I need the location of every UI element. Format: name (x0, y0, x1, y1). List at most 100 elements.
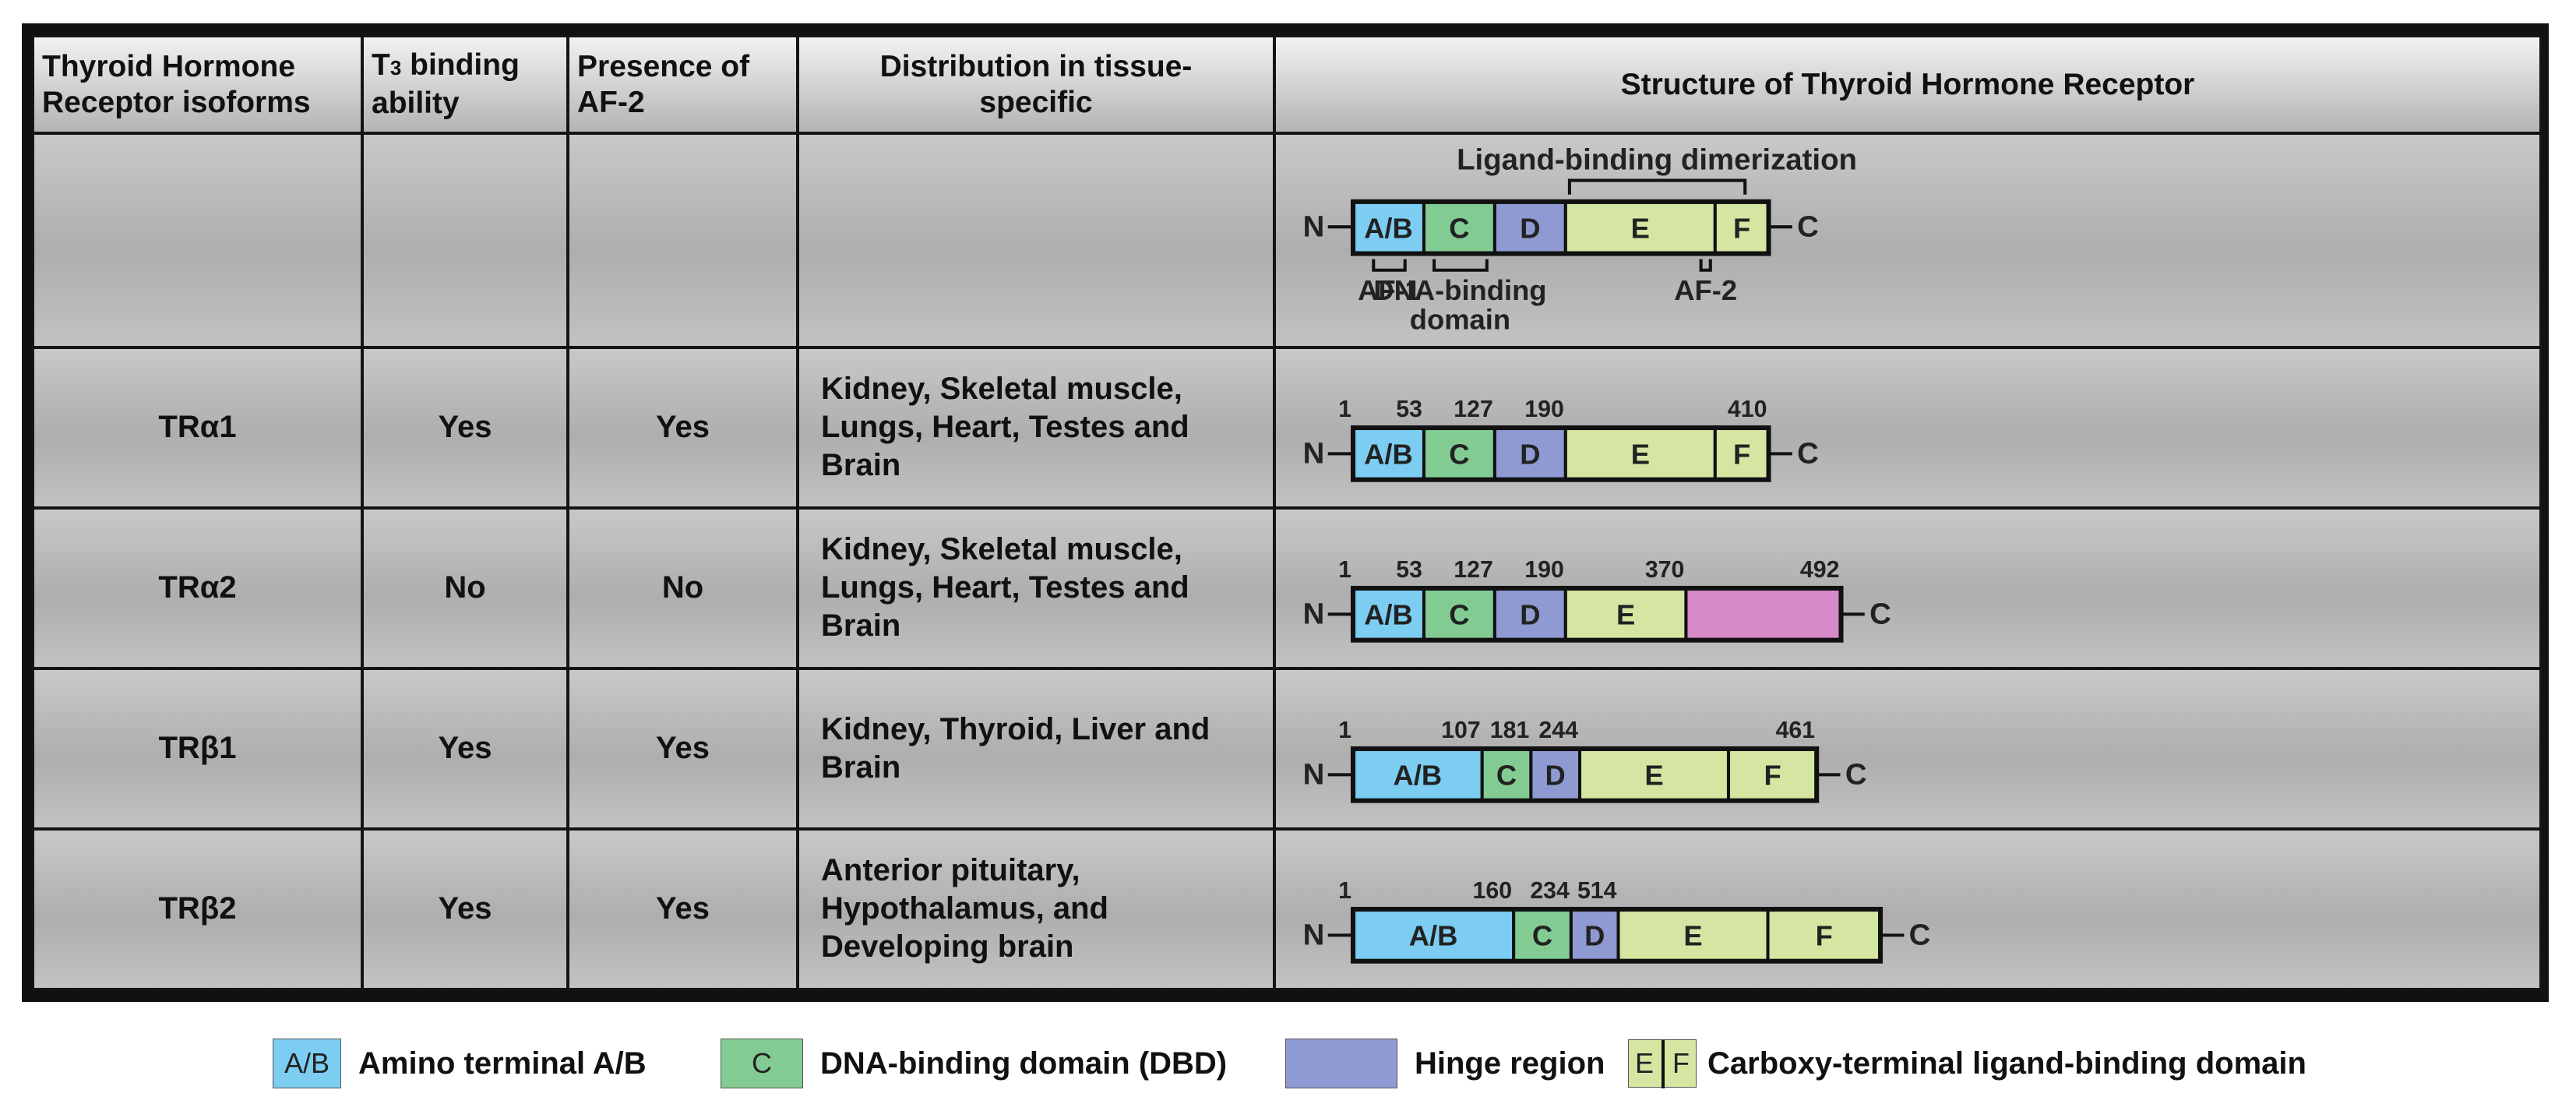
distribution-value: Kidney, Skeletal muscle, Lungs, Heart, T… (798, 508, 1274, 668)
segment-label: C (1449, 438, 1469, 470)
segment-label: D (1584, 919, 1605, 951)
empty-cell (568, 133, 798, 347)
header-structure: Structure of Thyroid Hormone Receptor (1274, 36, 2541, 133)
segment-label: C (1532, 919, 1552, 951)
segment-label: F (1764, 759, 1781, 791)
legend-label-ab: Amino terminal A/B (358, 1046, 647, 1081)
legend-label-d: Hinge region (1415, 1046, 1605, 1081)
header-af2: Presence of AF-2 (568, 36, 798, 133)
af2-value: No (568, 508, 798, 668)
n-terminus-label: N (1303, 436, 1325, 470)
residue-position-label: 410 (1728, 397, 1767, 422)
segment-label: A/B (1409, 919, 1458, 951)
empty-cell (33, 133, 362, 347)
c-terminus-label: C (1845, 757, 1867, 791)
segment-label: D (1545, 759, 1566, 791)
f-label: F (1733, 213, 1750, 245)
d-label: D (1520, 213, 1540, 245)
ab-label: A/B (1364, 213, 1413, 245)
residue-position-label: 107 (1441, 718, 1481, 743)
dbd-label-line2: domain (1410, 304, 1510, 336)
segment-label: D (1520, 438, 1540, 470)
empty-cell (362, 133, 568, 347)
schematic-row: N C A/B C D E F Liga (33, 133, 2541, 347)
structure-cell: NA/BCDEC153127190370492 (1274, 508, 2541, 668)
segment-label: A/B (1364, 438, 1413, 470)
segment-label: E (1683, 919, 1702, 951)
structure-diagram-tra2: NA/BCDEC153127190370492 (1276, 510, 2559, 667)
residue-position-label: 160 (1473, 878, 1513, 904)
residue-position-label: 244 (1538, 718, 1578, 743)
structure-cell: NA/BCDEFC1107181244461 (1274, 668, 2541, 829)
segment-label: C (1449, 598, 1469, 630)
af2-label: AF-2 (1674, 274, 1737, 306)
isoform-row: TRα1 Yes Yes Kidney, Skeletal muscle, Lu… (33, 347, 2541, 508)
legend-swatch-ef: E F (1628, 1039, 1697, 1088)
schematic-cell: N C A/B C D E F Liga (1274, 133, 2541, 347)
n-terminus-label: N (1303, 918, 1325, 951)
legend-f-label: F (1672, 1047, 1690, 1080)
legend-swatch-ab: A/B (273, 1039, 341, 1088)
generic-receptor-schematic: N C A/B C D E F Liga (1276, 135, 2559, 346)
segment-label: F (1733, 438, 1750, 470)
segment-label: F (1816, 919, 1833, 951)
isoform-row: TRβ1 Yes Yes Kidney, Thyroid, Liver and … (33, 668, 2541, 829)
residue-position-label: 181 (1490, 718, 1530, 743)
residue-position-label: 1 (1338, 878, 1351, 904)
segment-label: E (1631, 438, 1650, 470)
legend-divider (1662, 1040, 1665, 1088)
residue-position-label: 1 (1338, 397, 1351, 422)
header-isoforms: Thyroid Hormone Receptor isoforms (33, 36, 362, 133)
residue-position-label: 190 (1524, 397, 1564, 422)
c-terminus-label: C (1909, 918, 1931, 951)
residue-position-label: 370 (1645, 557, 1685, 583)
af2-value: Yes (568, 668, 798, 829)
n-terminus-label: N (1303, 597, 1325, 630)
residue-position-label: 1 (1338, 557, 1351, 583)
af1-bracket (1373, 259, 1404, 270)
header-row: Thyroid Hormone Receptor isoforms T3 bin… (33, 36, 2541, 133)
af2-value: Yes (568, 347, 798, 508)
residue-position-label: 492 (1800, 557, 1840, 583)
header-t3-subscript: 3 (390, 56, 401, 79)
residue-position-label: 1 (1338, 718, 1351, 743)
distribution-value: Kidney, Thyroid, Liver and Brain (798, 668, 1274, 829)
legend: A/B Amino terminal A/B C DNA-binding dom… (273, 1036, 2454, 1091)
structure-diagram-trb2: NA/BCDEFC1160234514 (1276, 831, 2559, 988)
legend-e-label: E (1635, 1047, 1654, 1080)
segment-label: A/B (1394, 759, 1443, 791)
c-terminus-label: C (1797, 210, 1819, 244)
segment-label: A/B (1364, 598, 1413, 630)
ligand-binding-label: Ligand-binding dimerization (1457, 143, 1857, 177)
isoform-name: TRα2 (33, 508, 362, 668)
residue-position-label: 53 (1396, 397, 1422, 422)
residue-position-label: 234 (1530, 878, 1570, 904)
structure-diagram-trb1: NA/BCDEFC1107181244461 (1276, 670, 2559, 827)
c-label: C (1449, 213, 1469, 245)
residue-position-label: 127 (1454, 557, 1493, 583)
structure-cell: NA/BCDEFC153127190410 (1274, 347, 2541, 508)
residue-position-label: 461 (1776, 718, 1816, 743)
isoform-name: TRα1 (33, 347, 362, 508)
af2-value: Yes (568, 829, 798, 989)
residue-position-label: 53 (1396, 557, 1422, 583)
isoform-row: TRα2 No No Kidney, Skeletal muscle, Lung… (33, 508, 2541, 668)
residue-position-label: 127 (1454, 397, 1493, 422)
legend-label-c: DNA-binding domain (DBD) (820, 1046, 1227, 1081)
segment-label: E (1616, 598, 1635, 630)
legend-item-ab: A/B Amino terminal A/B (273, 1036, 647, 1091)
distribution-value: Kidney, Skeletal muscle, Lungs, Heart, T… (798, 347, 1274, 508)
dbd-label-line1: DNA-binding (1373, 274, 1546, 306)
n-terminus-label: N (1303, 210, 1325, 244)
segment-label: C (1496, 759, 1517, 791)
dbd-bracket (1434, 259, 1487, 270)
e-label: E (1631, 213, 1650, 245)
t3-binding-value: Yes (362, 347, 568, 508)
residue-position-label: 190 (1524, 557, 1564, 583)
t3-binding-value: Yes (362, 668, 568, 829)
header-t3-binding: T3 binding ability (362, 36, 568, 133)
distribution-value: Anterior pituitary, Hypothalamus, and De… (798, 829, 1274, 989)
n-terminus-label: N (1303, 757, 1325, 791)
legend-label-ef: Carboxy-terminal ligand-binding domain (1707, 1046, 2306, 1081)
legend-item-d: Hinge region (1285, 1036, 1605, 1091)
